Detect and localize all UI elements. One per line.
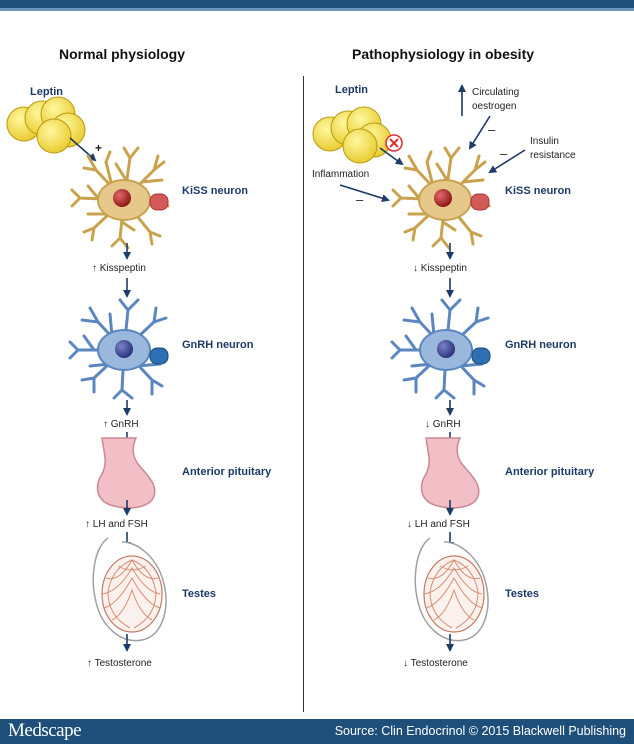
left-testes-label: Testes bbox=[182, 588, 217, 600]
oestrogen-label: oestrogen bbox=[472, 101, 517, 112]
oestrogen-minus-sign: – bbox=[488, 122, 496, 137]
left-kiss-neuron-label: KiSS neuron bbox=[182, 185, 249, 197]
insulin-minus-sign: – bbox=[500, 146, 508, 161]
left-leptin-molecule bbox=[6, 96, 86, 154]
right-column-title: Pathophysiology in obesity bbox=[352, 46, 535, 62]
resistance-label: resistance bbox=[530, 150, 576, 161]
blocked-icon bbox=[385, 134, 403, 152]
right-testosterone-label: ↓ Testosterone bbox=[403, 658, 468, 669]
inflammation-label: Inflammation bbox=[312, 169, 370, 180]
left-pituitary-label: Anterior pituitary bbox=[182, 466, 272, 478]
inflammation-minus-sign: – bbox=[356, 192, 364, 207]
header-bar-accent bbox=[0, 8, 634, 11]
right-testes-image bbox=[414, 537, 489, 642]
left-column-title: Normal physiology bbox=[59, 46, 186, 62]
left-kisspeptin-label: ↑ Kisspeptin bbox=[92, 263, 146, 274]
left-plus-sign: + bbox=[95, 141, 103, 155]
right-gnrh-label: ↓ GnRH bbox=[425, 419, 461, 430]
left-pituitary-image bbox=[96, 437, 156, 509]
left-testosterone-label: ↑ Testosterone bbox=[87, 658, 152, 669]
right-pituitary-image bbox=[420, 437, 480, 509]
medscape-logo[interactable]: Medscape bbox=[8, 720, 82, 741]
right-testes-label: Testes bbox=[505, 588, 540, 600]
right-gnrh-neuron-image bbox=[390, 298, 492, 400]
right-leptin-molecule bbox=[312, 106, 392, 164]
column-divider bbox=[303, 76, 304, 712]
right-lh-fsh-label: ↓ LH and FSH bbox=[407, 519, 470, 530]
header-bar bbox=[0, 0, 634, 8]
right-leptin-label: Leptin bbox=[335, 84, 368, 96]
source-citation: Source: Clin Endocrinol © 2015 Blackwell… bbox=[334, 724, 626, 738]
right-gnrh-neuron-label: GnRH neuron bbox=[505, 339, 577, 351]
left-gnrh-label: ↑ GnRH bbox=[103, 419, 139, 430]
left-leptin-label: Leptin bbox=[30, 86, 63, 98]
left-gnrh-neuron-label: GnRH neuron bbox=[182, 339, 254, 351]
insulin-arrow bbox=[488, 149, 526, 174]
right-kiss-neuron-label: KiSS neuron bbox=[505, 185, 572, 197]
left-lh-fsh-label: ↑ LH and FSH bbox=[85, 519, 148, 530]
left-kiss-neuron-image bbox=[70, 146, 170, 250]
left-leptin-arrow bbox=[69, 137, 97, 162]
right-kisspeptin-label: ↓ Kisspeptin bbox=[413, 263, 467, 274]
right-kiss-neuron-image bbox=[391, 146, 491, 250]
circulating-label: Circulating bbox=[472, 87, 520, 98]
left-testes-image bbox=[92, 537, 167, 642]
inflammation-arrow bbox=[339, 184, 390, 203]
oestrogen-arrow bbox=[468, 115, 491, 150]
insulin-label: Insulin bbox=[530, 136, 559, 147]
footer-bar: Medscape Source: Clin Endocrinol © 2015 … bbox=[0, 719, 634, 744]
left-gnrh-neuron-image bbox=[68, 298, 170, 400]
right-pituitary-label: Anterior pituitary bbox=[505, 466, 595, 478]
right-leptin-arrow bbox=[379, 147, 404, 166]
